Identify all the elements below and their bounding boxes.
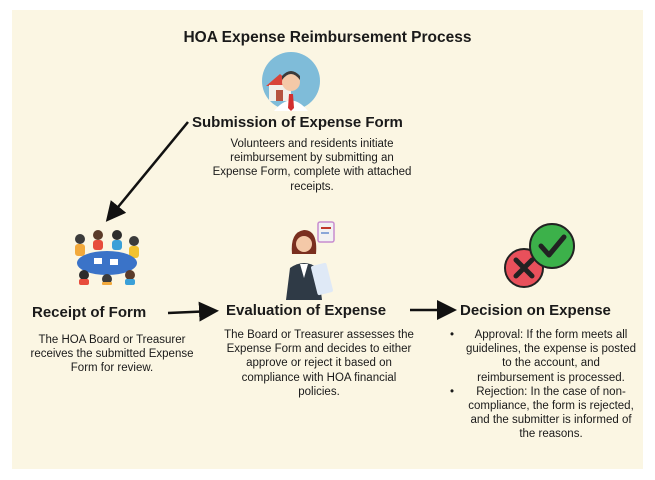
page-title: HOA Expense Reimbursement Process (183, 29, 472, 46)
submission-title: Submission of Expense Form (192, 114, 403, 131)
check-and-cross-icon (504, 223, 575, 288)
woman-reviewing-document-icon (286, 221, 335, 300)
receipt-description: The HOA Board or Treasurer receives the … (30, 334, 194, 375)
submission-description: Volunteers and residents initiate reimbu… (212, 138, 412, 193)
arrow-evaluation-to-decision (410, 300, 457, 320)
meeting-table-icon (75, 230, 139, 285)
receipt-title: Receipt of Form (32, 304, 147, 321)
decision-list: Approval: If the form meets all guidelin… (448, 328, 638, 442)
arrow-submission-to-receipt (105, 121, 189, 222)
diagram-card: HOA Expense Reimbursement Process Submis… (12, 10, 643, 469)
evaluation-title: Evaluation of Expense (226, 302, 387, 319)
person-with-house-icon (262, 52, 320, 111)
arrow-receipt-to-evaluation (167, 301, 219, 322)
decision-rejection-item: Rejection: In the case of non-compliance… (448, 385, 638, 442)
evaluation-description: The Board or Treasurer assesses the Expe… (224, 329, 414, 398)
decision-approval-item: Approval: If the form meets all guidelin… (448, 328, 638, 385)
decision-title: Decision on Expense (460, 302, 611, 319)
